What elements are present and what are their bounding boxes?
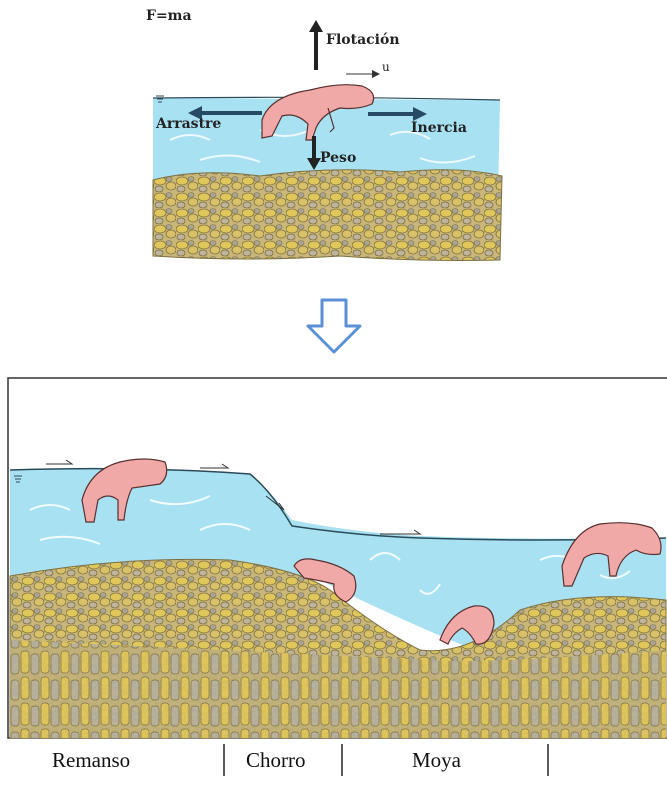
bottom-river-profile	[8, 378, 667, 776]
top-river-cross-section	[153, 20, 502, 261]
drag-label: Arrastre	[156, 116, 221, 132]
velocity-label: u	[382, 60, 390, 74]
section-label-pool: Moya	[412, 748, 461, 773]
section-label-backwater: Remanso	[52, 748, 130, 773]
down-arrow-icon	[308, 300, 360, 352]
buoyancy-arrow	[309, 20, 323, 70]
inertia-label: Inercia	[411, 120, 467, 136]
formula-label: F=ma	[146, 8, 192, 24]
section-label-jet: Chorro	[246, 748, 306, 773]
weight-label: Peso	[320, 150, 356, 166]
top-riverbed	[153, 170, 502, 261]
velocity-arrow	[346, 70, 380, 78]
buoyancy-label: Flotación	[326, 32, 400, 48]
